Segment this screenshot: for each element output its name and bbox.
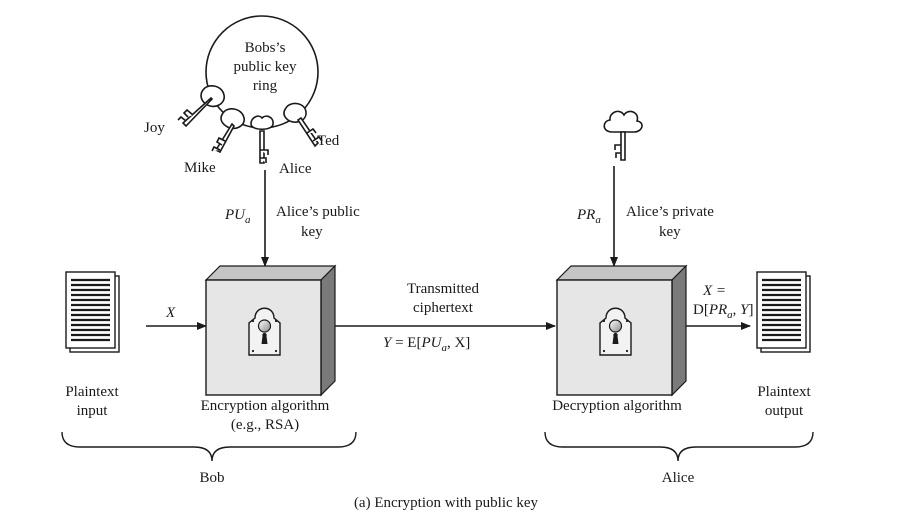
alice-group-label: Alice bbox=[662, 470, 695, 486]
public-key-ring: Bobs’s public key ring bbox=[205, 15, 319, 129]
ciphertext-formula: Y = E[PUa, X] bbox=[383, 335, 470, 354]
encryption-lock-icon bbox=[248, 307, 281, 356]
keyring-title-line-2: public key bbox=[234, 59, 297, 75]
private-key-label-line-1: Alice’s private bbox=[626, 204, 714, 220]
encryption-label-line-2: (e.g., RSA) bbox=[231, 417, 299, 433]
plaintext-output-label-line-2: output bbox=[765, 403, 804, 419]
key-label-alice: Alice bbox=[279, 161, 312, 177]
key-label-mike: Mike bbox=[184, 160, 216, 176]
figure-caption: (a) Encryption with public key bbox=[354, 495, 539, 511]
private-key-icon bbox=[603, 110, 643, 161]
bob-brace bbox=[61, 431, 357, 462]
private-key-symbol: PRa bbox=[576, 207, 601, 226]
key-joy-icon bbox=[177, 85, 225, 128]
key-label-ted: Ted bbox=[317, 133, 340, 149]
plaintext-input-document-icon bbox=[65, 271, 120, 353]
key-ted-icon bbox=[283, 102, 323, 148]
public-key-symbol: PUa bbox=[224, 207, 251, 226]
key-alice-icon bbox=[250, 115, 274, 164]
bob-group-label: Bob bbox=[199, 470, 224, 486]
key-mike-icon bbox=[211, 108, 245, 154]
public-key-label-line-2: key bbox=[301, 224, 323, 240]
keyring-title-line-1: Bobs’s bbox=[245, 40, 286, 56]
plaintext-input-label-line-1: Plaintext bbox=[65, 384, 119, 400]
transmitted-label-line-2: ciphertext bbox=[413, 300, 474, 316]
plaintext-input-label-line-2: input bbox=[77, 403, 109, 419]
keyring-title-line-3: ring bbox=[253, 78, 278, 94]
decryption-lock-icon bbox=[599, 307, 632, 356]
plaintext-output-label-line-1: Plaintext bbox=[757, 384, 811, 400]
output-formula-line-2: D[PRa, Y] bbox=[693, 302, 754, 321]
alice-brace bbox=[544, 431, 814, 462]
private-key-label-line-2: key bbox=[659, 224, 681, 240]
output-formula-line-1: X = bbox=[702, 283, 726, 299]
encryption-label-line-1: Encryption algorithm bbox=[201, 398, 330, 414]
plaintext-output-document-icon bbox=[756, 271, 811, 353]
input-x-label: X bbox=[165, 305, 176, 321]
public-key-label-line-1: Alice’s public bbox=[276, 204, 360, 220]
transmitted-label-line-1: Transmitted bbox=[407, 281, 479, 297]
key-label-joy: Joy bbox=[144, 120, 165, 136]
decryption-label: Decryption algorithm bbox=[552, 398, 682, 414]
